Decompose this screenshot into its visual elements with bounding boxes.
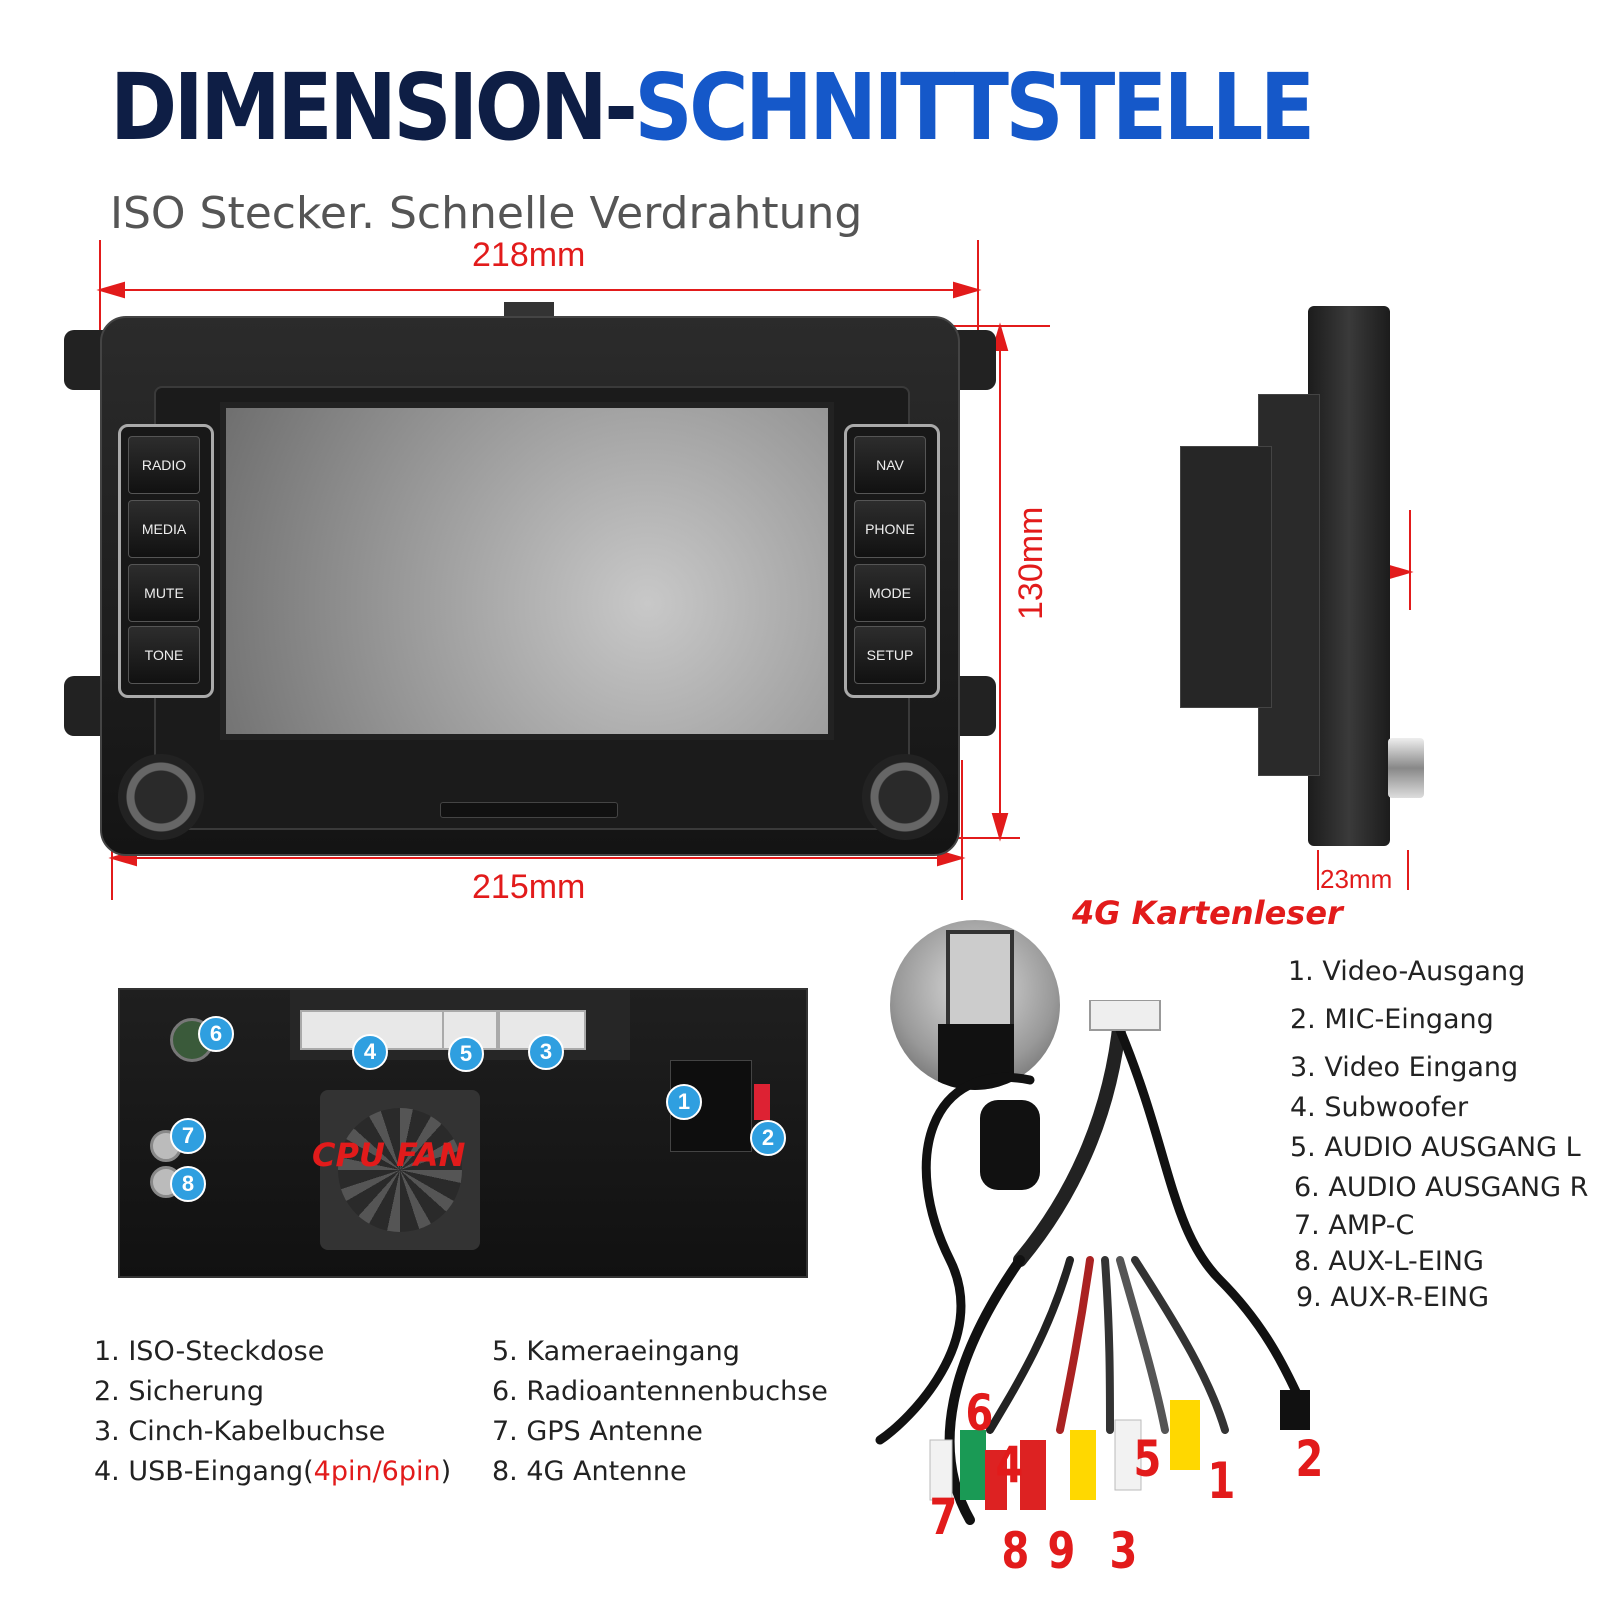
rear-legend-item: 7. GPS Antenne <box>492 1416 703 1447</box>
dimension-width-bottom: 215mm <box>472 868 586 906</box>
media-button[interactable]: MEDIA <box>128 500 200 558</box>
cable-legend-item: 5. AUDIO AUSGANG L <box>1290 1132 1581 1163</box>
rear-legend-item: 1. ISO-Steckdose <box>94 1336 325 1367</box>
dimension-height: 130mm <box>1012 506 1050 620</box>
cable-legend-item: 8. AUX-L-EING <box>1294 1246 1484 1277</box>
cable-legend-item: 7. AMP-C <box>1294 1210 1415 1241</box>
rear-legend-item: 8. 4G Antenne <box>492 1456 687 1487</box>
badge-1: 1 <box>666 1084 702 1120</box>
tone-button[interactable]: TONE <box>128 626 200 684</box>
cable-number-5: 5 <box>1133 1430 1162 1488</box>
cable-legend-item: 2. MIC-Eingang <box>1290 1004 1494 1035</box>
cpu-fan <box>320 1090 480 1250</box>
dimension-front: 23mm <box>1320 864 1393 894</box>
head-unit-front <box>64 302 996 856</box>
setup-button[interactable]: SETUP <box>854 626 926 684</box>
rear-legend-item: 3. Cinch-Kabelbuchse <box>94 1416 386 1447</box>
cable-number-7: 7 <box>929 1488 958 1546</box>
cable-legend-item: 9. AUX-R-EING <box>1296 1282 1490 1313</box>
usb-legend-text: 4. USB-Eingang( <box>94 1456 314 1487</box>
mute-button[interactable]: MUTE <box>128 564 200 622</box>
subtitle: ISO Stecker. Schnelle Verdrahtung <box>110 188 863 239</box>
cable-number-1: 1 <box>1207 1452 1236 1510</box>
phone-button[interactable]: PHONE <box>854 500 926 558</box>
cable-number-2: 2 <box>1295 1430 1324 1488</box>
fuse <box>754 1084 770 1120</box>
rear-legend-item: 5. Kameraeingang <box>492 1336 740 1367</box>
nav-button[interactable]: NAV <box>854 436 926 494</box>
badge-8: 8 <box>170 1166 206 1202</box>
mode-button[interactable]: MODE <box>854 564 926 622</box>
volume-knob[interactable] <box>118 754 204 840</box>
rear-legend-item: 2. Sicherung <box>94 1376 265 1407</box>
cable-legend-item: 3. Video Eingang <box>1290 1052 1519 1083</box>
rear-legend-usb: 4. USB-Eingang(4pin/6pin) <box>94 1456 451 1487</box>
head-unit-side-view <box>1180 306 1424 846</box>
radio-button[interactable]: RADIO <box>128 436 200 494</box>
cable-harness <box>875 1000 1310 1525</box>
dimension-width-top: 218mm <box>472 236 586 274</box>
badge-4: 4 <box>352 1034 388 1070</box>
usb-legend-close: ) <box>440 1456 452 1487</box>
usb-legend-pins: 4pin/6pin <box>313 1456 441 1487</box>
cable-legend-item: 6. AUDIO AUSGANG R <box>1294 1172 1589 1203</box>
card-reader-label: 4G Kartenleser <box>1072 894 1343 932</box>
rear-legend-item: 6. Radioantennenbuchse <box>492 1376 828 1407</box>
badge-6: 6 <box>198 1016 234 1052</box>
cable-number-4: 4 <box>995 1436 1024 1494</box>
cable-number-9: 9 <box>1047 1522 1076 1580</box>
title-part-2: SCHNITTSTELLE <box>634 54 1315 161</box>
tune-knob[interactable] <box>862 754 948 840</box>
title-part-1: DIMENSION- <box>110 54 638 161</box>
cable-number-8: 8 <box>1001 1522 1030 1580</box>
badge-3: 3 <box>528 1034 564 1070</box>
badge-2: 2 <box>750 1120 786 1156</box>
page-title: DIMENSION-SCHNITTSTELLE <box>110 62 1315 154</box>
cable-legend-item: 1. Video-Ausgang <box>1288 956 1526 987</box>
cable-number-3: 3 <box>1109 1522 1138 1580</box>
badge-5: 5 <box>448 1036 484 1072</box>
badge-7: 7 <box>170 1118 206 1154</box>
cpu-fan-label: CPU FAN <box>312 1136 466 1174</box>
cable-number-6: 6 <box>965 1384 994 1442</box>
display-screen[interactable] <box>220 402 834 740</box>
cable-legend-item: 4. Subwoofer <box>1290 1092 1469 1123</box>
